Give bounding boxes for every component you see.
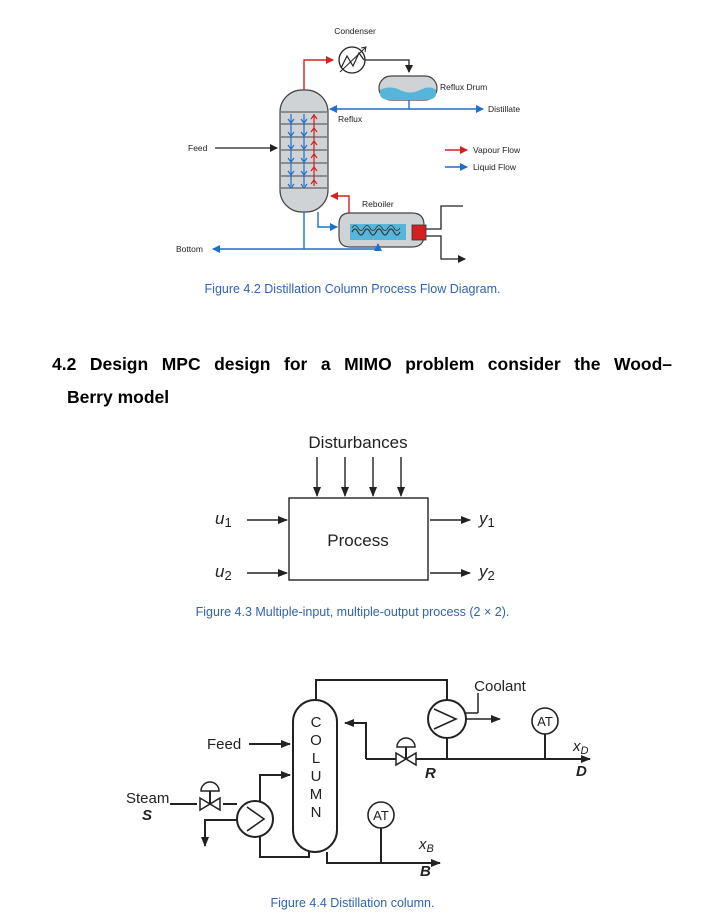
steam-valve-icon [199, 781, 221, 812]
distillation-column [279, 89, 329, 213]
bottoms-b-label: B [420, 863, 431, 880]
reboiler-icon [236, 800, 274, 838]
figure-4-3-caption: Figure 4.3 Multiple-input, multiple-outp… [195, 605, 510, 619]
figure-4-3-mimo-diagram: Disturbances Process u1 u2 y1 y2 [215, 433, 495, 583]
column-letter: M [310, 786, 323, 803]
column-letter: N [311, 804, 322, 821]
figure-4-4-distillation-column: C O L U M N Coolant AT xD D R Feed Steam… [126, 678, 591, 880]
reflux-label: Reflux [338, 114, 363, 124]
column-letter: O [310, 732, 322, 749]
reboiler-label: Reboiler [362, 199, 394, 209]
steam-label: Steam [126, 790, 169, 807]
condenser-icon [427, 693, 501, 739]
legend-liquid-flow: Liquid Flow [473, 162, 517, 172]
reflux-r-label: R [425, 765, 436, 782]
liquid-flow-arrows [287, 114, 308, 189]
coolant-label: Coolant [474, 678, 527, 695]
figure-4-4-caption: Figure 4.4 Distillation column. [270, 896, 435, 910]
reflux-drum-label: Reflux Drum [440, 82, 487, 92]
reboiler-icon [338, 212, 427, 248]
flow-legend: Vapour Flow Liquid Flow [445, 145, 521, 172]
disturbance-arrows [313, 457, 405, 497]
bottom-label: Bottom [176, 244, 203, 254]
output-y1-label: y1 [478, 509, 495, 530]
analyzer-top-icon [531, 707, 559, 735]
column-label: C O L U M N [310, 714, 323, 821]
column-letter: C [311, 714, 322, 731]
reflux-drum [378, 75, 438, 101]
distillate-label: Distillate [488, 104, 520, 114]
output-y2-label: y2 [478, 562, 495, 583]
disturbances-label: Disturbances [308, 433, 407, 452]
xb-label: xB [418, 836, 434, 855]
analyzer-bottom-icon [367, 801, 395, 829]
input-u2-label: u2 [215, 562, 232, 583]
vapour-flow-arrows [310, 114, 318, 186]
xd-label: xD [572, 738, 589, 757]
reflux-valve-icon [395, 737, 417, 767]
section-heading: 4.2 Design MPC design for a MIMO problem… [52, 348, 672, 414]
feed-label: Feed [207, 736, 241, 753]
process-block [288, 497, 429, 581]
input-u1-label: u1 [215, 509, 232, 530]
steam-s-label: S [142, 807, 152, 824]
process-label: Process [327, 531, 388, 550]
figure-4-2-caption: Figure 4.2 Distillation Column Process F… [204, 282, 501, 296]
feed-label: Feed [188, 143, 208, 153]
column-letter: L [312, 750, 320, 767]
section-heading-line-1: 4.2 Design MPC design for a MIMO problem… [52, 354, 672, 374]
section-heading-line-2: Berry model [67, 387, 170, 407]
analyzer-bottom-label: AT [373, 808, 389, 823]
condenser-label: Condenser [334, 26, 376, 36]
condenser-icon [338, 46, 367, 74]
distillate-d-label: D [576, 763, 587, 780]
column-letter: U [311, 768, 322, 785]
legend-vapour-flow: Vapour Flow [473, 145, 521, 155]
figure-4-2-flow-diagram: Condenser Reflux Drum Distillate Reflux … [176, 26, 521, 263]
analyzer-top-label: AT [537, 714, 553, 729]
